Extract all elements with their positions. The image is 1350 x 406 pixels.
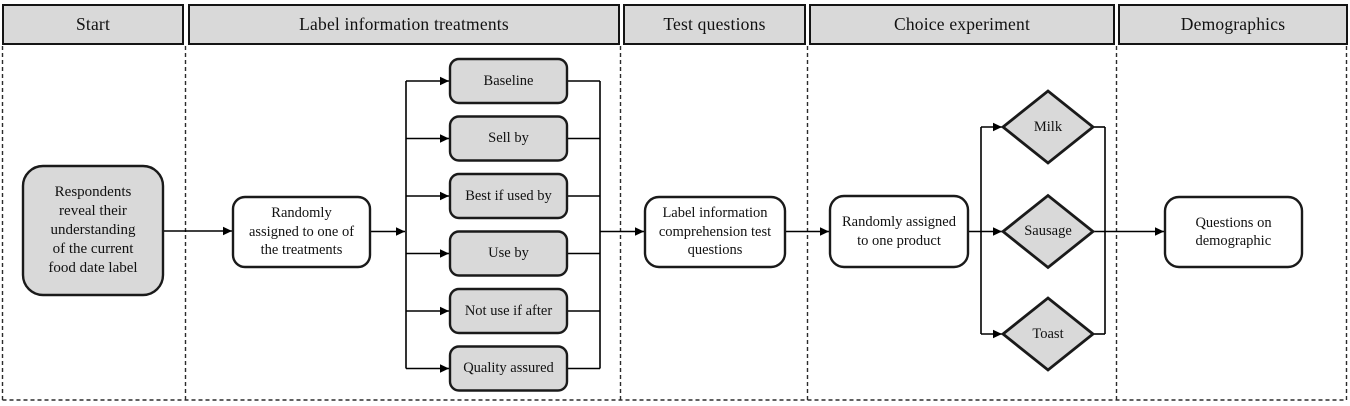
header-demographics: Demographics bbox=[1118, 4, 1348, 45]
header-start: Start bbox=[2, 4, 184, 45]
header-label-information-treatments: Label information treatments bbox=[188, 4, 620, 45]
assign-treatment-node-shape bbox=[231, 195, 372, 269]
treatment-shape-quality-assured bbox=[448, 345, 569, 392]
start-node-shape bbox=[21, 164, 165, 297]
demographics-node-shape bbox=[1163, 195, 1304, 269]
product-diamond-milk bbox=[1000, 89, 1096, 165]
treatment-shape-sell-by bbox=[448, 115, 569, 162]
header-choice-experiment: Choice experiment bbox=[809, 4, 1115, 45]
header-test-questions: Test questions bbox=[623, 4, 806, 45]
treatment-shape-baseline bbox=[448, 57, 569, 105]
dashed-grid bbox=[1, 46, 1348, 401]
assign-product-node-shape bbox=[828, 194, 970, 269]
test-questions-node-shape bbox=[643, 195, 787, 269]
treatment-shape-not-use-if-after bbox=[448, 287, 569, 335]
treatment-shape-best-if-used-by bbox=[448, 172, 569, 220]
treatment-shape-use-by bbox=[448, 230, 569, 277]
product-diamond-toast bbox=[1000, 296, 1096, 372]
product-diamond-sausage bbox=[1000, 193, 1096, 270]
connectors bbox=[163, 76, 1164, 373]
node-shapes bbox=[21, 57, 1304, 392]
